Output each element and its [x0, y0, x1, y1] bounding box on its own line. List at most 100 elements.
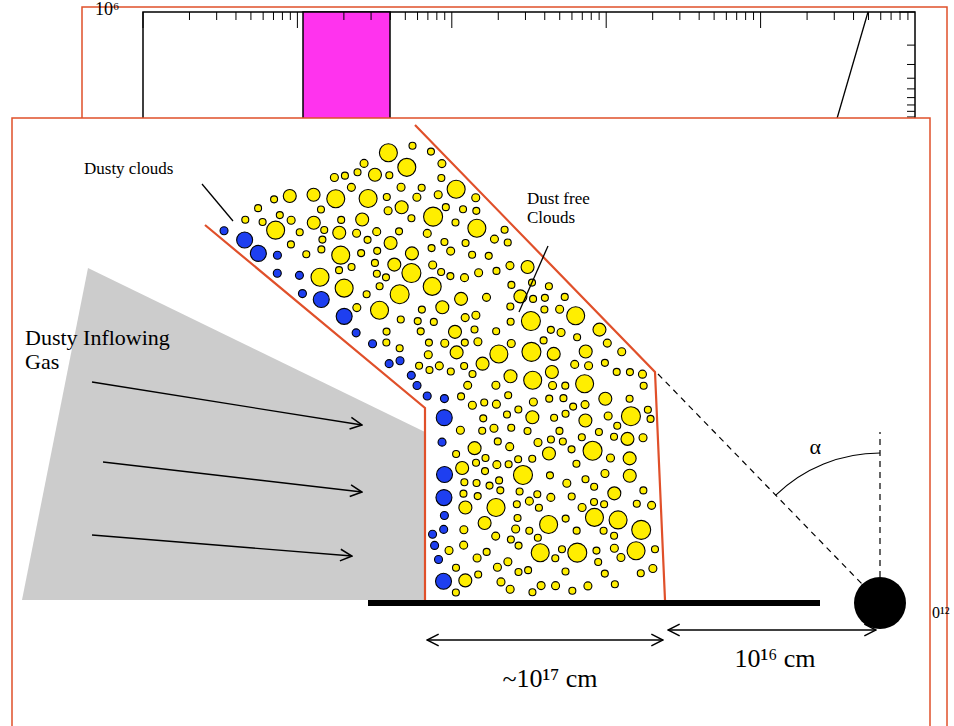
- dust-free-cloud: [321, 227, 328, 234]
- dust-free-cloud: [534, 439, 542, 447]
- band-edge: [205, 225, 425, 600]
- dimension-label: 10¹⁶ cm: [700, 645, 850, 674]
- dust-free-cloud: [490, 345, 508, 363]
- dusty-cloud: [220, 227, 228, 235]
- axis-tick: [444, 12, 445, 20]
- dust-free-cloud: [426, 367, 433, 374]
- axis-tick: [807, 12, 808, 20]
- dust-free-cloud: [473, 207, 480, 214]
- dust-free-cloud: [386, 172, 393, 179]
- dust-free-cloud: [557, 328, 565, 336]
- dust-free-cloud: [341, 172, 348, 179]
- dust-free-cloud: [468, 442, 481, 455]
- dust-free-cloud: [506, 585, 514, 593]
- dust-free-cloud: [483, 548, 490, 555]
- axis-tick: [582, 12, 583, 20]
- dust-free-cloud: [416, 362, 423, 369]
- dust-free-cloud: [574, 334, 581, 341]
- dust-free-cloud: [610, 544, 618, 552]
- dust-free-cloud: [468, 401, 476, 409]
- dust-free-cloud: [545, 283, 552, 290]
- dust-free-cloud: [504, 558, 512, 566]
- dust-free-cloud: [537, 582, 545, 590]
- axis-tick: [868, 12, 869, 20]
- dust-free-cloud: [418, 184, 425, 191]
- dust-free-cloud: [638, 370, 646, 378]
- dust-free-cloud: [460, 541, 468, 549]
- central-source: [854, 577, 906, 629]
- dust-free-cloud: [303, 251, 310, 258]
- dust-free-cloud: [296, 229, 303, 236]
- axis-tick: [907, 88, 915, 89]
- dust-free-cloud: [452, 589, 459, 596]
- dust-free-cloud: [614, 422, 621, 429]
- dust-free-cloud: [358, 250, 365, 257]
- dust-free-cloud: [601, 570, 608, 577]
- dust-free-cloud: [522, 342, 541, 361]
- dust-free-cloud: [348, 263, 355, 270]
- dust-free-cloud: [283, 189, 296, 202]
- dust-free-cloud: [552, 582, 560, 590]
- dust-free-cloud: [515, 568, 522, 575]
- dust-free-cloud: [591, 483, 598, 490]
- dust-free-cloud: [579, 414, 592, 427]
- dust-free-cloud: [606, 454, 614, 462]
- dusty-cloud: [440, 525, 448, 533]
- dust-free-cloud: [556, 427, 563, 434]
- dusty-cloud: [352, 329, 360, 337]
- axis-tick: [371, 12, 372, 20]
- dust-free-cloud: [633, 500, 640, 507]
- axis-tick: [571, 12, 572, 20]
- dust-free-cloud: [438, 269, 445, 276]
- axis-tick: [834, 12, 835, 20]
- dust-free-cloud: [371, 301, 389, 319]
- axis-tick: [390, 12, 391, 20]
- dust-free-cloud: [472, 194, 480, 202]
- dusty-cloud: [413, 382, 421, 390]
- dust-free-cloud: [506, 443, 514, 451]
- dust-free-cloud: [503, 411, 510, 418]
- dust-free-cloud: [364, 236, 371, 243]
- dust-free-cloud: [408, 215, 415, 222]
- dust-free-cloud: [456, 462, 469, 475]
- dust-free-cloud: [338, 216, 345, 223]
- dust-free-cloud: [438, 175, 445, 182]
- dust-free-cloud: [584, 582, 592, 590]
- dust-free-cloud: [611, 532, 618, 539]
- dust-free-cloud: [453, 564, 460, 571]
- dust-free-cloud: [395, 201, 408, 214]
- dust-free-cloud: [551, 414, 558, 421]
- axis-tick: [679, 12, 680, 20]
- dust-free-cloud: [445, 547, 453, 555]
- dusty-cloud: [396, 357, 404, 365]
- dusty-cloud: [440, 512, 448, 520]
- axis-tick: [907, 97, 915, 98]
- axis-tick: [559, 12, 560, 20]
- dust-free-cloud: [599, 392, 612, 405]
- dust-free-cloud: [424, 207, 443, 226]
- dust-free-cloud: [649, 564, 657, 572]
- dust-free-cloud: [473, 480, 480, 487]
- disk-bar: [368, 600, 820, 606]
- dimension-arrow: [668, 629, 876, 630]
- dust-free-cloud: [371, 259, 378, 266]
- dust-free-cloud: [497, 578, 505, 586]
- axis-tick: [736, 12, 737, 20]
- axis-tick: [405, 12, 406, 20]
- dust-free-cloud: [397, 183, 405, 191]
- dust-free-cloud: [547, 326, 554, 333]
- dust-free-cloud: [541, 294, 548, 301]
- dust-free-cloud: [600, 527, 607, 534]
- dust-free-cloud: [353, 229, 361, 237]
- dust-free-cloud: [255, 205, 262, 212]
- dust-free-cloud: [332, 246, 350, 264]
- dust-free-cloud: [384, 236, 397, 249]
- dust-free-cloud: [601, 359, 608, 366]
- axis-tick: [250, 12, 251, 20]
- clouds: [220, 142, 658, 596]
- dust-free-cloud: [379, 144, 397, 162]
- dust-free-cloud: [474, 493, 481, 500]
- dust-free-cloud: [601, 469, 609, 477]
- dust-free-cloud: [458, 393, 465, 400]
- dust-free-cloud: [593, 323, 606, 336]
